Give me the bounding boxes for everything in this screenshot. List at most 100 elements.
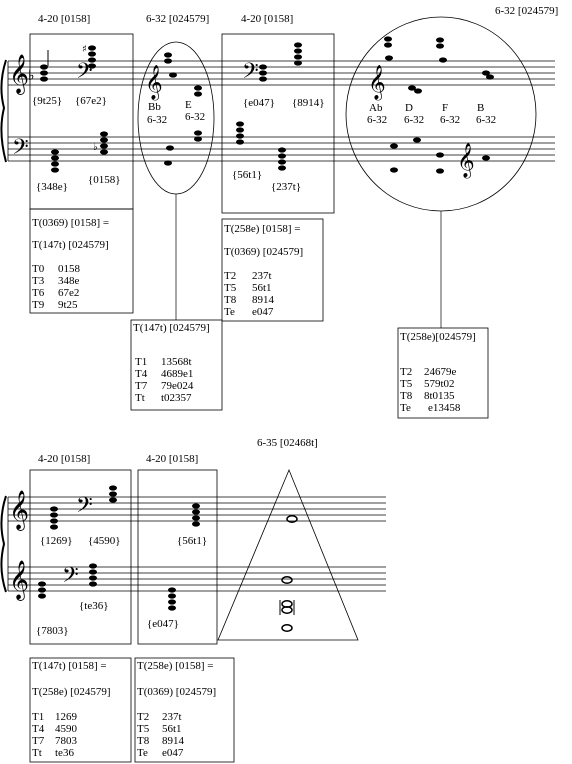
- box5-op: T1: [32, 711, 44, 723]
- chord-box-4: [137, 469, 218, 645]
- box1-op: T3: [32, 275, 45, 287]
- treble-clef-icon: 𝄞: [9, 54, 29, 95]
- pitch-label-ab: Ab: [369, 102, 383, 114]
- header-6-35: 6-35 [02468t]: [257, 437, 318, 449]
- flat-icon: ♭: [28, 68, 35, 84]
- box6-op: T2: [137, 711, 149, 723]
- set-label-56t1: {56t1}: [232, 169, 262, 181]
- box3-op: T8: [224, 294, 237, 306]
- bass-clef-icon: 𝄢: [76, 59, 93, 89]
- set-label-4590: {4590}: [88, 535, 121, 547]
- set-label-1269: {1269}: [40, 535, 73, 547]
- box5-val: 4590: [55, 723, 78, 735]
- bass-clef-icon: 𝄢: [12, 135, 29, 165]
- box5-op: T4: [32, 723, 45, 735]
- set-label-8914: {8914}: [292, 97, 325, 109]
- bass-clef-icon: 𝄢: [76, 493, 93, 523]
- chord-box-2: [221, 33, 335, 214]
- brace-2: [0, 495, 7, 593]
- box6-val: 237t: [162, 711, 182, 723]
- box6-op: T5: [137, 723, 150, 735]
- box6-op: Te: [137, 747, 148, 759]
- box1-line2: T(147t) [024579]: [32, 239, 109, 251]
- set-label-te36: {te36}: [79, 600, 109, 612]
- pitch-label-bb: Bb: [148, 101, 161, 113]
- header-6-32-a: 6-32 [024579]: [146, 13, 209, 25]
- box1-val: 0158: [58, 263, 81, 275]
- pitch-label-b: B: [477, 102, 484, 114]
- box5-val: 1269: [55, 711, 78, 723]
- box3-op: Te: [224, 306, 235, 318]
- box4-op: T8: [400, 390, 413, 402]
- box3-line1: T(258e) [0158] =: [224, 223, 300, 235]
- box4-val: 8t0135: [424, 390, 455, 402]
- box4-val: 24679e: [424, 366, 457, 378]
- box4-val: 579t02: [424, 378, 455, 390]
- transform-box-3: [221, 218, 324, 322]
- brace-1: [0, 59, 7, 163]
- transform-box-6: [134, 657, 235, 763]
- set-class-label: 6-32: [147, 114, 167, 126]
- box5-line2: T(258e) [024579]: [32, 686, 111, 698]
- box2-line1: T(147t) [024579]: [133, 322, 210, 334]
- upper-staff-2: [8, 496, 386, 522]
- set-label-0158: {0158}: [88, 174, 121, 186]
- box4-op: T5: [400, 378, 413, 390]
- box4-line1: T(258e)[024579]: [400, 331, 476, 343]
- box2-op: T7: [135, 380, 148, 392]
- transform-box-4: [397, 327, 489, 419]
- header-4-20-d: 4-20 [0158]: [146, 453, 198, 465]
- box2-op: Tt: [135, 392, 145, 404]
- treble-clef-icon: 𝄞: [9, 490, 29, 531]
- bass-clef-icon: 𝄢: [242, 59, 259, 89]
- box3-val: 237t: [252, 270, 272, 282]
- treble-clef-icon: 𝄞: [145, 65, 163, 101]
- box2-op: T4: [135, 368, 148, 380]
- treble-clef-icon: 𝄞: [368, 65, 386, 101]
- header-4-20-a: 4-20 [0158]: [38, 13, 90, 25]
- box5-val: te36: [55, 747, 74, 759]
- box3-op: T5: [224, 282, 237, 294]
- set-label-348e: {348e}: [36, 181, 68, 193]
- set-label-237t: {237t}: [271, 181, 301, 193]
- box1-op: T6: [32, 287, 45, 299]
- box5-op: T7: [32, 735, 45, 747]
- box3-val: 56t1: [252, 282, 272, 294]
- set-label-e047: {e047}: [147, 618, 179, 630]
- transform-box-1: [29, 208, 134, 314]
- box4-op: T2: [400, 366, 412, 378]
- set-label-67e2: {67e2}: [75, 95, 107, 107]
- box1-op: T9: [32, 299, 45, 311]
- lower-staff-2: [8, 566, 386, 592]
- transform-box-5: [29, 657, 132, 763]
- set-label-7803: {7803}: [36, 625, 69, 637]
- set-label-9t25: {9t25}: [32, 95, 62, 107]
- pitch-label-f: F: [442, 102, 448, 114]
- treble-clef-icon: 𝄞: [9, 560, 29, 601]
- box3-val: e047: [252, 306, 274, 318]
- chords-system-2: [38, 485, 298, 632]
- box3-line2: T(0369) [024579]: [224, 246, 303, 258]
- svg-text:♯: ♯: [82, 44, 87, 55]
- box2-val: 4689e1: [161, 368, 193, 380]
- box1-val: 348e: [58, 275, 80, 287]
- set-class-label: 6-32: [476, 114, 496, 126]
- box2-val: t02357: [161, 392, 192, 404]
- pitch-label-d: D: [405, 102, 413, 114]
- set-class-label: 6-32: [185, 111, 205, 123]
- box6-op: T8: [137, 735, 150, 747]
- chord-box-3: [29, 469, 132, 645]
- triangle-6-35: [217, 468, 359, 641]
- box1-line1: T(0369) [0158] =: [32, 217, 109, 229]
- set-label-e047: {e047}: [243, 97, 275, 109]
- box3-val: 8914: [252, 294, 275, 306]
- box6-val: 8914: [162, 735, 185, 747]
- header-6-32-b: 6-32 [024579]: [495, 5, 558, 17]
- set-class-label: 6-32: [440, 114, 460, 126]
- chords-system-1: ♯ ♭: [40, 36, 494, 174]
- set-label-56t1: {56t1}: [177, 535, 207, 547]
- box1-op: T0: [32, 263, 45, 275]
- box4-op: Te: [400, 402, 411, 414]
- svg-text:♭: ♭: [93, 142, 98, 153]
